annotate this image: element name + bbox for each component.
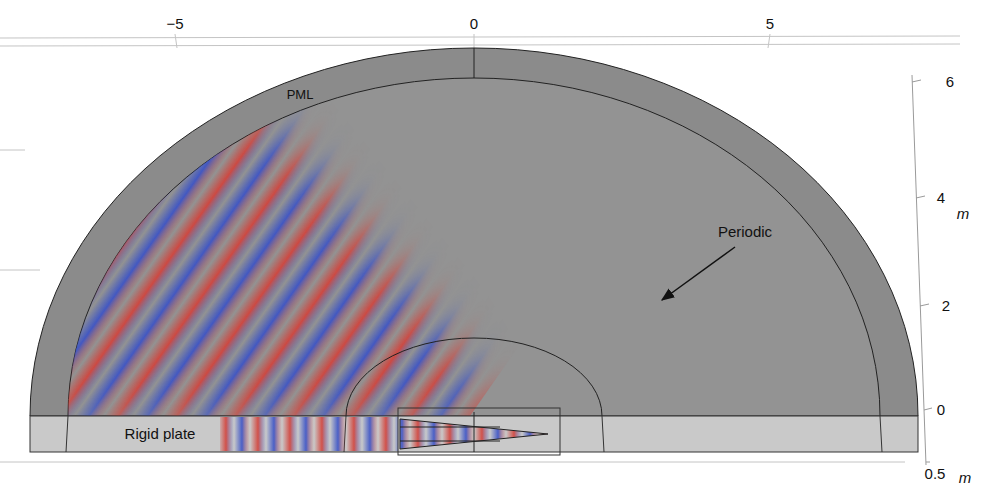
axis-tick: 0	[937, 402, 945, 419]
axis-tick: −5	[166, 16, 183, 33]
plate-wave-field	[200, 410, 560, 460]
inner-boundary	[346, 338, 602, 416]
region-label: PML	[287, 88, 314, 102]
wavefronts	[0, 0, 872, 487]
part-label: Rigid plate	[125, 426, 196, 443]
radiated-wave-field	[0, 0, 872, 487]
axis-tick: 0	[470, 16, 478, 33]
plate-wave-band	[200, 410, 560, 460]
axis-unit: m	[959, 470, 972, 487]
axis-tick: 6	[946, 74, 954, 91]
axis-unit: m	[957, 206, 970, 223]
axis-tick: 5	[766, 16, 774, 33]
boundary-label: Periodic	[718, 224, 772, 241]
leader-arrow	[662, 247, 735, 300]
axis-tick: 0.5	[925, 466, 946, 483]
wedge-box	[398, 408, 560, 455]
pml-divider	[474, 48, 475, 78]
axis-tick: 2	[942, 298, 950, 315]
wavefront-band	[0, 0, 872, 487]
acoustic-black-hole-wedge	[400, 412, 548, 452]
axis-tick: 4	[937, 190, 945, 207]
